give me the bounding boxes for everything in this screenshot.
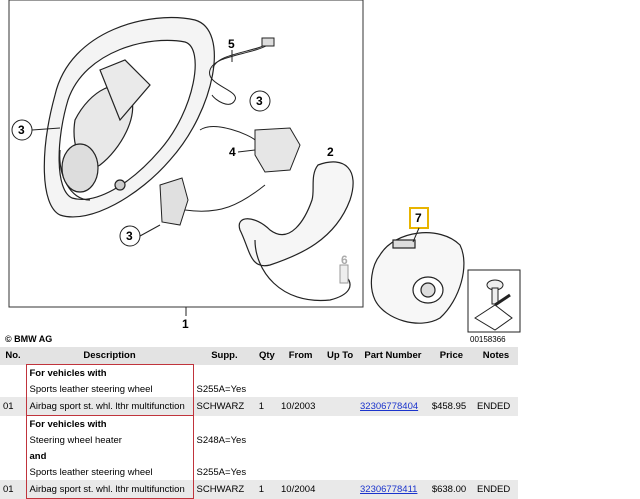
- svg-text:4: 4: [229, 145, 236, 159]
- callout-5: 5: [228, 37, 235, 62]
- cell-no: 01: [0, 480, 26, 499]
- header-upto: Up To: [323, 347, 358, 365]
- fastener-symbol-box: [467, 269, 521, 333]
- steering-wheel-illustration: [43, 16, 215, 218]
- part-number-link[interactable]: 32306778411: [360, 483, 418, 495]
- table-row[interactable]: 01 Airbag sport st. whl. lthr multifunct…: [0, 480, 518, 499]
- cell-from: 10/2004: [278, 480, 324, 499]
- condition-text: Sports leather steering wheel: [25, 464, 194, 480]
- condition-row: Sports leather steering wheel S255A=Yes: [0, 464, 518, 480]
- screw-6: [339, 264, 349, 284]
- callout-3-top: 3: [249, 90, 271, 112]
- cable-harness-5: [209, 37, 275, 105]
- header-price: Price: [428, 347, 474, 365]
- condition-row: For vehicles with: [0, 415, 518, 433]
- cell-from: 10/2003: [278, 397, 324, 416]
- image-code: 00158366: [470, 335, 506, 344]
- callout-2: 2: [327, 145, 334, 159]
- header-part-number: Part Number: [357, 347, 429, 365]
- condition-code: [193, 365, 256, 382]
- cell-qty: 1: [255, 480, 279, 499]
- steering-wheel-trim-2: [238, 161, 354, 302]
- multifunction-switch-4: [199, 126, 301, 173]
- condition-row: Sports leather steering wheel S255A=Yes: [0, 381, 518, 397]
- condition-text: For vehicles with: [25, 364, 194, 381]
- condition-text: Steering wheel heater: [25, 432, 194, 448]
- table-header-row: No. Description Supp. Qty From Up To Par…: [0, 347, 518, 365]
- condition-text: Sports leather steering wheel: [25, 381, 194, 397]
- svg-text:7: 7: [415, 211, 422, 225]
- callout-7-highlighted[interactable]: 7: [409, 207, 429, 243]
- svg-text:3: 3: [256, 94, 263, 108]
- header-notes: Notes: [473, 347, 518, 365]
- cell-no: 01: [0, 397, 26, 416]
- svg-text:3: 3: [18, 123, 25, 137]
- copyright-notice: © BMW AG: [5, 334, 53, 344]
- svg-text:2: 2: [327, 145, 334, 159]
- callout-4: 4: [229, 145, 256, 159]
- condition-row: For vehicles with: [0, 364, 518, 382]
- bolt-icon: [486, 279, 504, 305]
- cell-supp: SCHWARZ: [193, 480, 256, 499]
- table-row[interactable]: 01 Airbag sport st. whl. lthr multifunct…: [0, 397, 518, 416]
- cell-price: $638.00: [428, 480, 474, 499]
- cell-description: Airbag sport st. whl. lthr multifunction: [25, 397, 194, 416]
- cell-qty: 1: [255, 397, 279, 416]
- condition-code: [193, 448, 256, 464]
- condition-text: For vehicles with: [25, 415, 194, 432]
- airbag-module-7: [370, 232, 465, 324]
- condition-code: S255A=Yes: [196, 383, 247, 395]
- callout-3-left: 3: [11, 119, 61, 141]
- cell-supp: SCHWARZ: [193, 397, 256, 416]
- header-no: No.: [0, 347, 26, 365]
- part-number-link[interactable]: 32306778404: [360, 400, 419, 412]
- condition-code: [193, 416, 256, 433]
- parts-table-container: No. Description Supp. Qty From Up To Par…: [0, 347, 518, 499]
- cell-upto: [323, 480, 358, 499]
- cell-upto: [323, 397, 358, 416]
- condition-row: and: [0, 448, 518, 464]
- cell-notes: ENDED: [473, 397, 518, 416]
- header-qty: Qty: [255, 347, 279, 365]
- cell-price: $458.95: [428, 397, 474, 416]
- header-description: Description: [26, 347, 193, 365]
- parts-table: No. Description Supp. Qty From Up To Par…: [0, 347, 518, 499]
- callout-1: 1: [182, 307, 189, 331]
- callout-3-bottom: 3: [119, 224, 161, 247]
- callout-6: 6: [341, 253, 348, 267]
- condition-text: and: [25, 448, 194, 464]
- cell-notes: ENDED: [473, 480, 518, 499]
- condition-row: Steering wheel heater S248A=Yes: [0, 432, 518, 448]
- cell-description: Airbag sport st. whl. lthr multifunction: [25, 480, 194, 499]
- svg-text:6: 6: [341, 253, 348, 267]
- header-from: From: [278, 347, 324, 365]
- parts-diagram: 1 2 3 3 3 4 5 6 7 00158366: [8, 0, 521, 344]
- cell-part-number[interactable]: 32306778411: [357, 480, 429, 499]
- switch-cluster-3: [159, 177, 266, 226]
- svg-text:5: 5: [228, 37, 235, 51]
- condition-code: S255A=Yes: [196, 466, 247, 478]
- cell-part-number[interactable]: 32306778404: [357, 397, 429, 416]
- header-supp: Supp.: [193, 347, 256, 365]
- condition-code: S248A=Yes: [196, 434, 247, 446]
- svg-text:1: 1: [182, 317, 189, 331]
- svg-text:3: 3: [126, 229, 133, 243]
